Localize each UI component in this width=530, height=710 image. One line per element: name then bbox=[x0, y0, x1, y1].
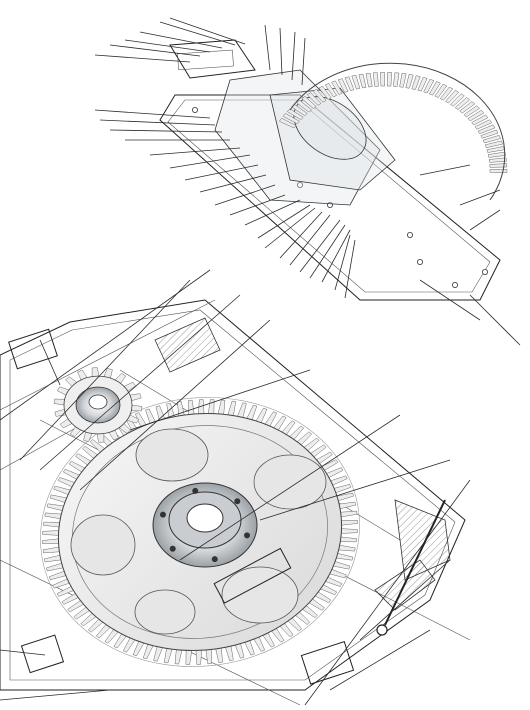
bottom-callout-leaders bbox=[0, 269, 471, 706]
lower-gearbox-drawing bbox=[0, 299, 471, 706]
upper-gearbox-drawing bbox=[159, 39, 508, 301]
top-callout-leaders bbox=[94, 17, 521, 346]
